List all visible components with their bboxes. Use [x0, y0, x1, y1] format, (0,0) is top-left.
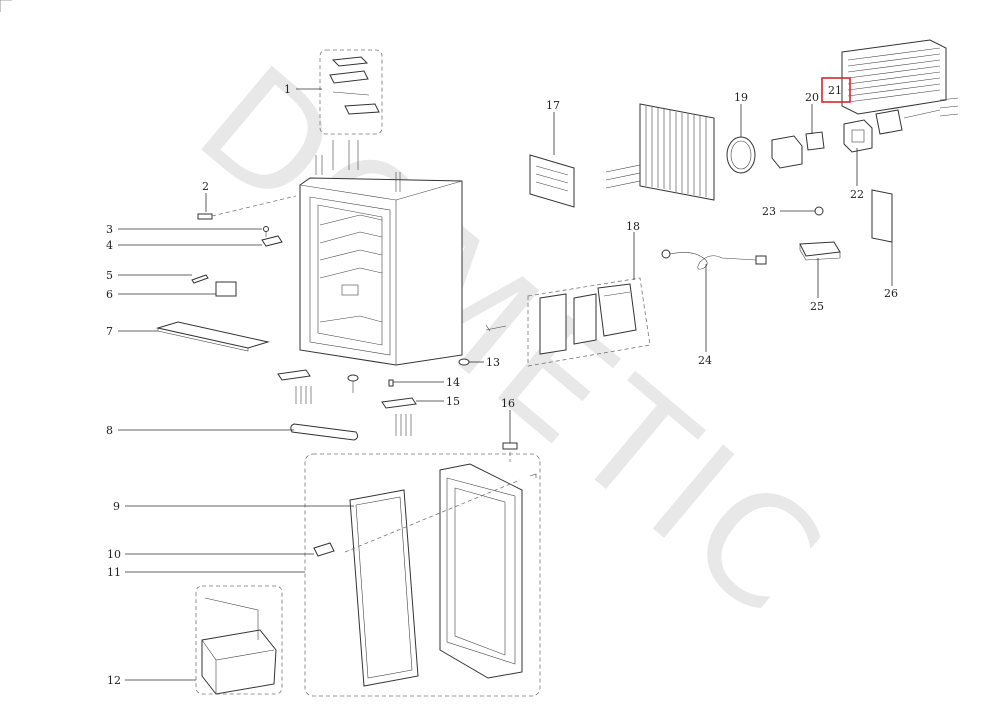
part-2: [197, 195, 297, 220]
callout-6: 6: [106, 288, 113, 301]
part-24-power-cable: [661, 249, 767, 270]
cabinet-screws: [315, 140, 401, 192]
callout-1: 1: [284, 83, 291, 96]
callout-16: 16: [501, 397, 515, 410]
callout-5: 5: [106, 269, 113, 282]
part-21: [805, 131, 825, 151]
part-8-bar: [290, 423, 359, 441]
part-18-electronics: [485, 277, 651, 367]
callout-26: 26: [884, 287, 898, 300]
callout-24: 24: [698, 354, 712, 367]
bottom-hinge-left: [277, 369, 312, 404]
part-3-screw: [263, 226, 269, 237]
callout-12: 12: [107, 674, 121, 687]
callout-9: 9: [113, 500, 120, 513]
part-19-seal-ring: [726, 136, 756, 174]
part-25-tray: [799, 241, 841, 261]
callout-20: 20: [805, 91, 819, 104]
part-7-shelf: [156, 321, 270, 352]
evaporator-coil: [841, 39, 959, 119]
callout-21-highlight: [821, 77, 851, 103]
condenser-fins: [605, 103, 715, 201]
callout-13: 13: [486, 356, 500, 369]
callout-leaders: [118, 88, 893, 681]
callout-25: 25: [810, 300, 824, 313]
part-13-cap: [458, 358, 470, 366]
part-11-door-assembly: [304, 453, 541, 697]
callout-11: 11: [107, 566, 121, 579]
callout-19: 19: [734, 91, 748, 104]
part-20-fan: [771, 135, 803, 169]
part-17-grille: [529, 154, 575, 208]
part-26-panel: [871, 189, 893, 243]
callout-23: 23: [762, 205, 776, 218]
callout-22: 22: [850, 188, 864, 201]
callout-7: 7: [106, 325, 113, 338]
callout-3: 3: [106, 223, 113, 236]
corner-mark: [0, 0, 12, 12]
part-14-screw: [388, 379, 394, 387]
leveling-foot: [347, 374, 359, 393]
callout-4: 4: [106, 239, 113, 252]
part-4-bracket: [261, 235, 283, 247]
part-15-hinge: [381, 397, 417, 436]
part-5-pin: [191, 274, 209, 284]
part-22-control-box: [843, 109, 903, 153]
callout-15: 15: [446, 395, 460, 408]
callout-labels: 1 2 3 4 5 6 7 8 9 10 11 12 13 14 15 16 1…: [106, 83, 898, 687]
callout-2: 2: [202, 180, 209, 193]
part-9-gasket: [349, 489, 419, 687]
callout-18: 18: [626, 220, 640, 233]
callout-17: 17: [546, 99, 560, 112]
part-10-handle: [313, 542, 335, 557]
part-23-knob: [814, 206, 824, 216]
cabinet-body: [299, 177, 463, 366]
part-6-block: [215, 281, 237, 297]
part-12-door-bin: [195, 585, 283, 695]
callout-21: 21: [828, 84, 842, 97]
callout-8: 8: [106, 424, 113, 437]
callout-10: 10: [107, 548, 121, 561]
callout-14: 14: [446, 376, 460, 389]
part-1-shelf-clips: [319, 49, 383, 135]
